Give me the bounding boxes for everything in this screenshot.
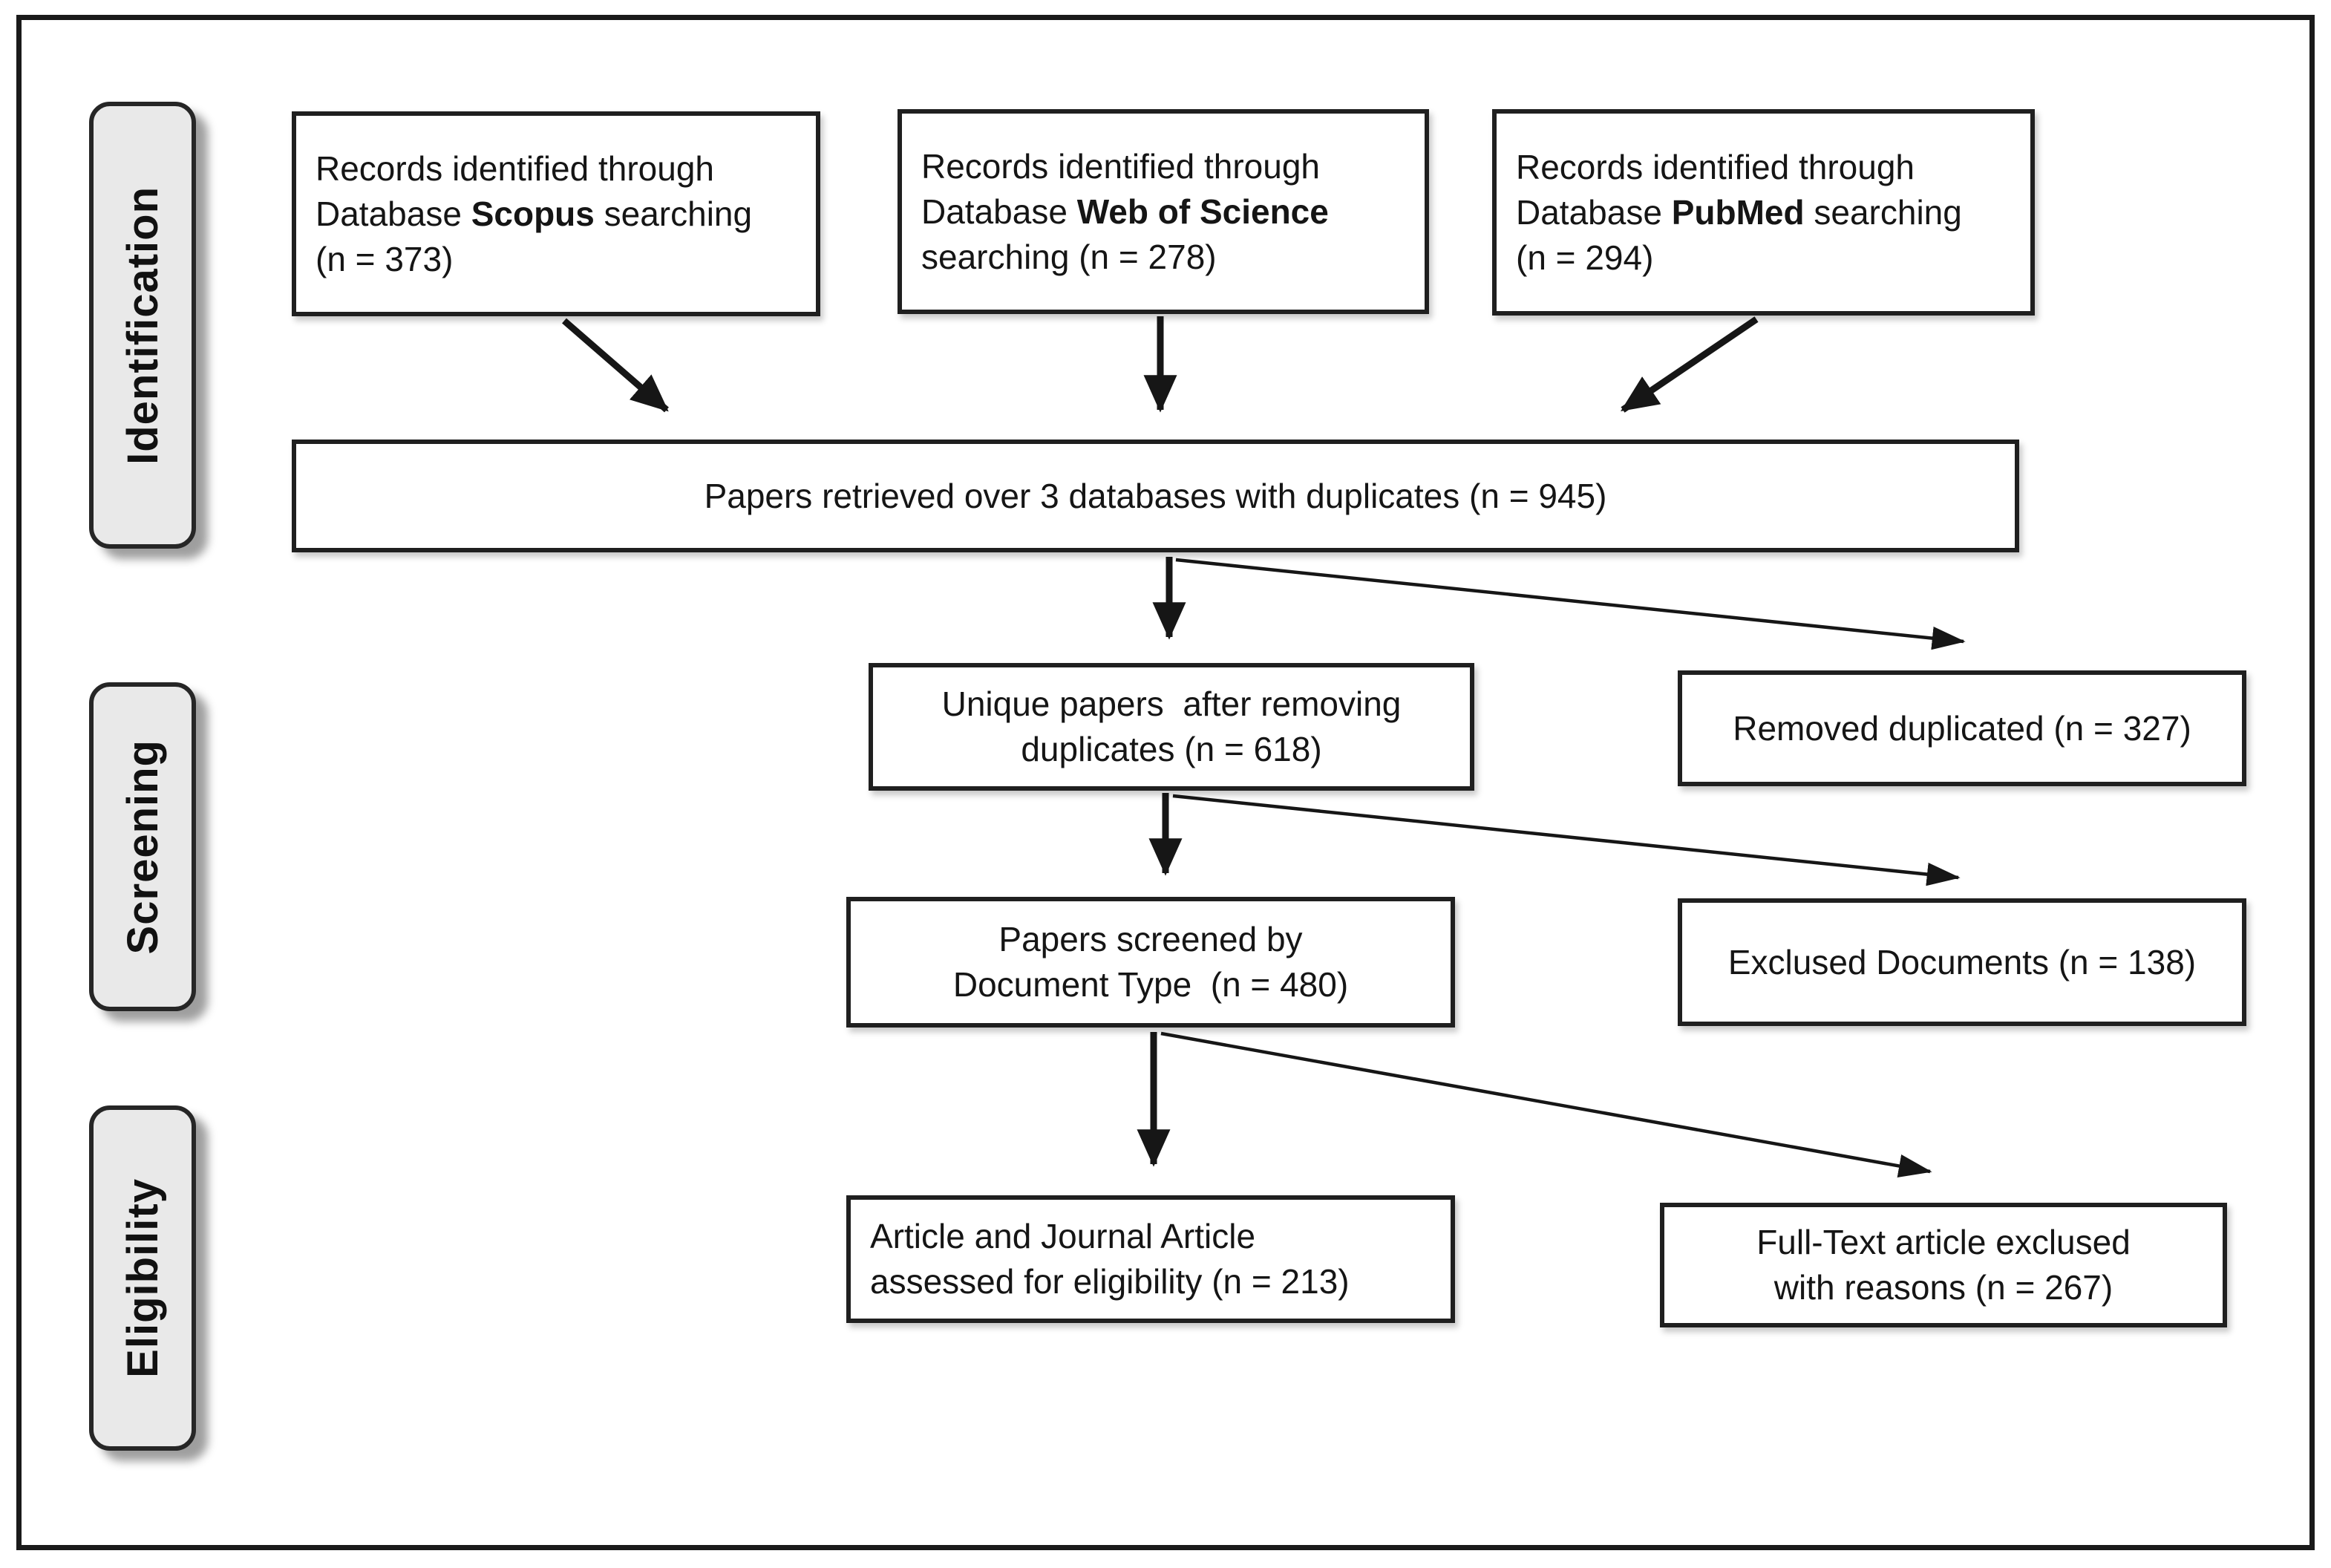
box-text-line: Records identified through — [921, 146, 1320, 186]
box-text-line: Records identified through — [316, 148, 714, 188]
box-unique-papers: Unique papers after removing duplicates … — [869, 663, 1474, 791]
box-text-line: searching (n = 278) — [921, 237, 1217, 276]
box-text-line: Removed duplicated (n = 327) — [1733, 708, 2191, 748]
stage-label-eligibility: Eligibility — [118, 1178, 167, 1378]
box-papers-retrieved: Papers retrieved over 3 databases with d… — [292, 440, 2019, 552]
box-text-line: (n = 373) — [316, 239, 454, 278]
box-text-line: Article and Journal Article — [870, 1217, 1256, 1255]
box-text-line: (n = 294) — [1516, 238, 1654, 277]
box-text-line: Full-Text article exclused — [1756, 1223, 2131, 1261]
box-removed-duplicated: Removed duplicated (n = 327) — [1678, 670, 2246, 786]
box-records-web-of-science: Records identified through Database Web … — [898, 109, 1429, 314]
text-segment: Database — [1516, 192, 1672, 232]
box-text-line: Papers screened by — [998, 920, 1303, 958]
stage-label-screening: Screening — [118, 739, 167, 955]
text-segment: Database — [316, 194, 471, 233]
box-records-pubmed: Records identified through Database PubM… — [1492, 109, 2035, 316]
box-assessed-for-eligibility: Article and Journal Article assessed for… — [846, 1195, 1455, 1323]
stage-tab-screening: Screening — [89, 682, 196, 1011]
stage-tab-eligibility: Eligibility — [89, 1105, 196, 1451]
box-papers-screened: Papers screened by Document Type (n = 48… — [846, 897, 1455, 1028]
box-text-line: Database Web of Science — [921, 189, 1329, 235]
text-segment: searching — [594, 194, 753, 233]
text-segment-bold: Web of Science — [1076, 192, 1329, 231]
box-text-line: Database Scopus searching — [316, 192, 752, 237]
text-segment-bold: Scopus — [471, 194, 595, 233]
box-records-scopus: Records identified through Database Scop… — [292, 111, 820, 316]
box-text-line: Document Type (n = 480) — [952, 965, 1349, 1004]
stage-tab-identification: Identification — [89, 102, 196, 549]
box-text-line: with reasons (n = 267) — [1773, 1268, 2113, 1307]
diagram-outer-border — [16, 15, 2315, 1550]
text-segment: Database — [921, 192, 1077, 231]
stage-label-identification: Identification — [118, 186, 167, 465]
box-exclused-documents: Exclused Documents (n = 138) — [1678, 898, 2246, 1026]
text-segment: searching — [1804, 192, 1962, 232]
box-fulltext-exclused: Full-Text article exclused with reasons … — [1660, 1203, 2227, 1327]
box-text-line: Records identified through — [1516, 147, 1915, 186]
box-text-line: assessed for eligibility (n = 213) — [870, 1262, 1350, 1301]
box-text-line: Exclused Documents (n = 138) — [1727, 942, 2197, 981]
text-segment-bold: PubMed — [1671, 192, 1805, 232]
box-text-line: Papers retrieved over 3 databases with d… — [704, 476, 1607, 515]
box-text-line: Database PubMed searching — [1516, 190, 1962, 235]
box-text-line: Unique papers after removing — [941, 685, 1402, 723]
box-text-line: duplicates (n = 618) — [1021, 730, 1322, 768]
